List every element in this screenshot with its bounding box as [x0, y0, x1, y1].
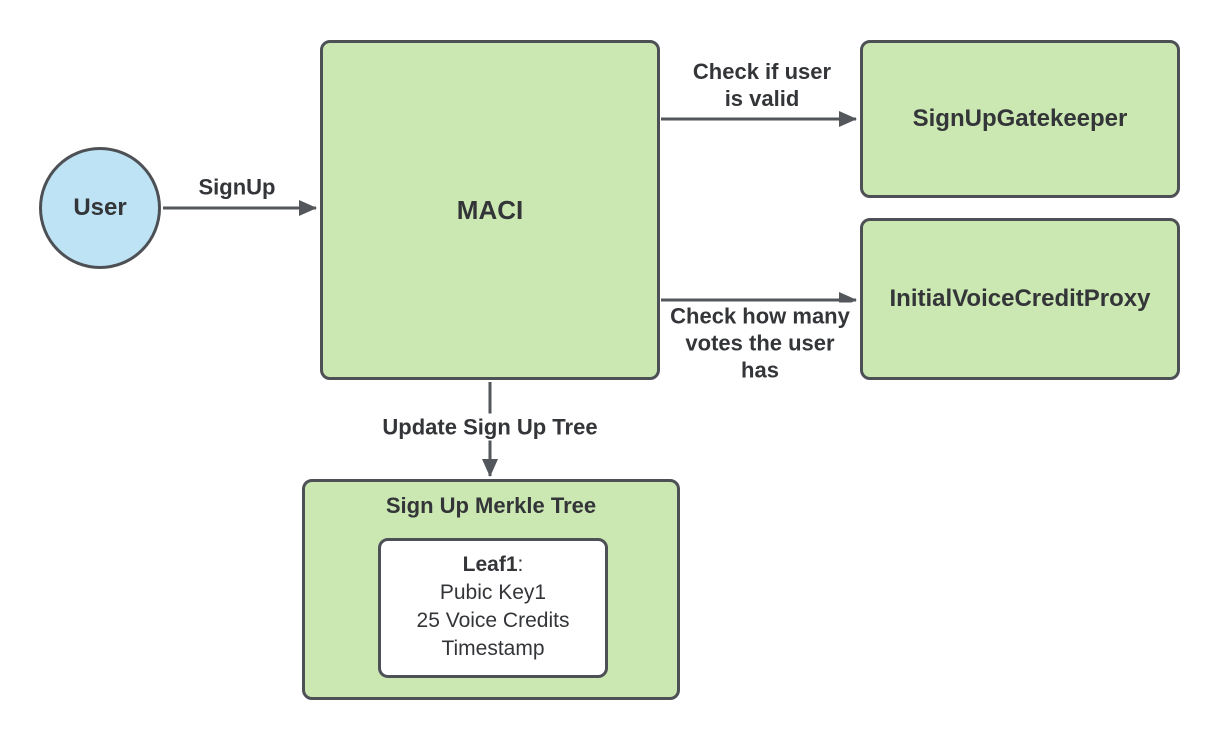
edge-label-line: has: [741, 357, 779, 383]
maci-node: MACI: [320, 40, 660, 380]
leaf-name: Leaf1: [462, 553, 518, 576]
edge-label-line: Check if user: [692, 59, 832, 84]
leaf-separator: :: [517, 553, 524, 576]
signup-gatekeeper-node: SignUpGatekeeper: [860, 40, 1180, 198]
maci-node-label: MACI: [456, 194, 524, 225]
edge-label-line: is valid: [724, 86, 800, 111]
initial-voice-credit-proxy-node: InitialVoiceCreditProxy: [860, 218, 1180, 380]
leaf-line: Pubic Key1: [439, 581, 547, 604]
signup-gatekeeper-node-label: SignUpGatekeeper: [912, 105, 1128, 132]
edge-label-signup: SignUp: [193, 173, 281, 201]
edge-label-line: Check how many: [670, 303, 850, 329]
user-node: User: [39, 147, 161, 269]
initial-voice-credit-proxy-node-label: InitialVoiceCreditProxy: [889, 285, 1151, 312]
signup-merkle-tree-title: Sign Up Merkle Tree: [385, 493, 597, 518]
leaf-line: 25 Voice Credits: [416, 609, 570, 632]
leaf-title-line: Leaf1:: [381, 551, 605, 579]
edge-label-line: votes the user: [685, 330, 835, 356]
edge-label-check-user-valid: Check if user is valid: [687, 58, 837, 112]
edge-label-check-votes: Check how many votes the user has: [665, 302, 855, 384]
user-node-label: User: [73, 194, 127, 221]
leaf-line: Timestamp: [441, 637, 545, 660]
leaf-node: Leaf1: Pubic Key1 25 Voice Credits Times…: [378, 538, 608, 678]
edge-label-update-tree: Update Sign Up Tree: [377, 413, 603, 441]
